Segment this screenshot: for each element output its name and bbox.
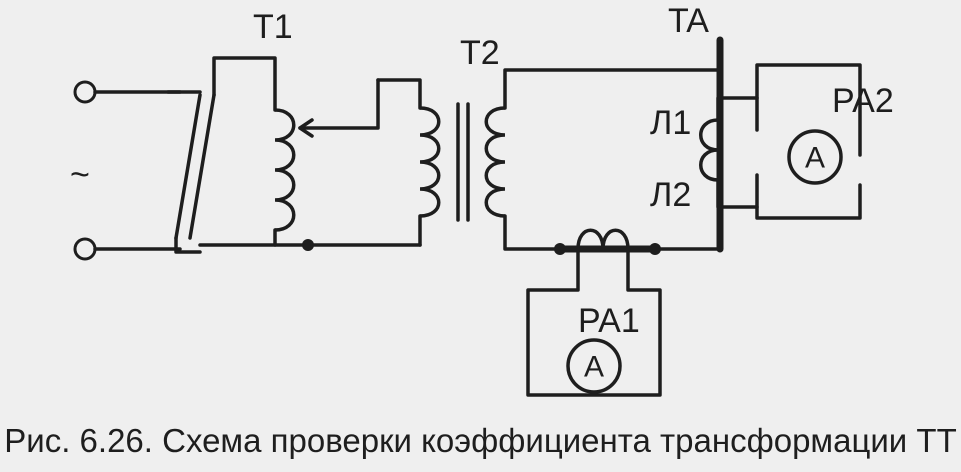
t1-label: T1 [253, 8, 293, 46]
pa1-label: PA1 [578, 302, 640, 340]
wire-t2-secondary-bottom [503, 214, 562, 251]
node-pa1-right [649, 243, 661, 255]
wire-t1-slider [298, 78, 380, 130]
wire-pa1-loop [526, 247, 662, 397]
wire-pa2-top [716, 63, 862, 157]
wire-t2-to-ta-top [503, 68, 722, 110]
t1-core-line-2 [188, 93, 216, 240]
t1-slider-arrowhead [298, 118, 314, 138]
wire-pa2-bottom [716, 178, 862, 220]
ta-label: TA [668, 2, 709, 40]
input-terminal-top [73, 80, 97, 104]
ammeter-pa1 [566, 338, 622, 394]
ac-symbol: ~ [70, 156, 90, 194]
t1-coil [274, 108, 296, 232]
t2-label: T2 [460, 34, 500, 72]
l2-label: Л2 [650, 176, 691, 214]
ammeter-pa2 [787, 129, 843, 185]
ammeter-pa2-symbol: A [805, 142, 825, 175]
ammeter-pa1-symbol: A [584, 351, 604, 384]
pa2-label: PA2 [832, 82, 894, 120]
input-terminal-bottom [73, 237, 97, 261]
node-t1-bottom [302, 239, 314, 251]
node-pa1-left [554, 243, 566, 255]
l1-label: Л1 [650, 104, 691, 142]
pa1-coil [576, 228, 630, 250]
t2-primary-coil [419, 106, 441, 218]
wire-t1-top [212, 56, 277, 112]
ta-secondary-coil [699, 118, 719, 182]
wire-t1-to-t2-top [376, 78, 422, 110]
t1-core-foot [174, 236, 202, 254]
figure-caption: Рис. 6.26. Схема проверки коэффициента т… [4, 422, 957, 459]
t1-core-line-1 [174, 93, 202, 240]
t2-secondary-coil [484, 106, 506, 218]
